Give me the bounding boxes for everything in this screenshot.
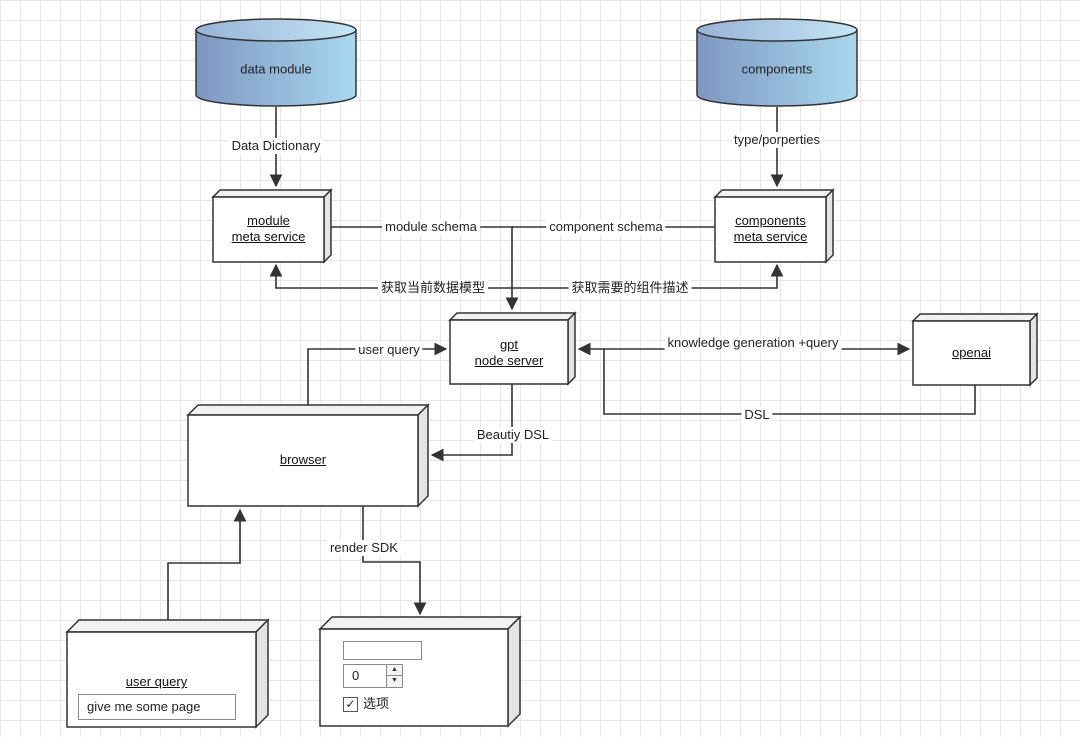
edge-beautiy-dsl [430,384,513,462]
gpt-node-server-line1: gpt [499,337,519,352]
browser-box [186,403,430,508]
edge-module-schema [331,226,519,311]
module-meta-service-box [211,188,333,264]
components-meta-service-line2: meta service [733,229,808,244]
edge-label-get-data-model: 获取当前数据模型 [377,280,489,296]
data-module-cylinder [195,18,357,107]
openai-box [911,312,1039,387]
gpt-node-server-box [448,311,577,386]
stepper-buttons: ▲ ▼ [386,664,403,688]
components-cylinder [696,18,858,107]
edge-label-knowledge-generation: knowledge generation +query [664,335,842,351]
data-module-label: data module [240,61,312,77]
components-meta-service-box [713,188,835,264]
edge-label-user-query: user query [355,342,423,358]
edge-user-input-to-browser [167,508,247,620]
render-checkbox-label: 选项 [363,696,390,711]
components-meta-service-label: components meta service [715,213,826,245]
edge-label-module-schema: module schema [382,219,480,235]
openai-label: openai [951,345,992,360]
stepper-down-button[interactable]: ▼ [391,677,398,684]
module-meta-service-line1: module [247,213,290,228]
components-meta-service-line1: components [735,213,806,228]
render-text-input[interactable] [343,641,422,660]
edge-label-get-component-desc: 获取需要的组件描述 [568,280,692,296]
edge-label-beautiy-dsl: Beautiy DSL [473,427,553,443]
edge-label-component-schema: component schema [546,219,666,235]
gpt-node-server-line2: node server [474,353,544,368]
stepper-up-button[interactable]: ▲ [387,665,402,676]
browser-label: browser [279,452,327,467]
components-label: components [741,61,813,77]
edge-label-data-dictionary: Data Dictionary [228,138,324,154]
edge-label-type-properties: type/porperties [731,132,823,148]
module-meta-service-label: module meta service [213,213,324,245]
edge-dsl [603,349,976,415]
user-query-label: user query [125,674,188,689]
gpt-node-server-label: gpt node server [450,337,568,369]
user-query-input[interactable]: give me some page [78,694,236,720]
module-meta-service-line2: meta service [231,229,306,244]
render-number-stepper[interactable]: 0 [343,664,389,688]
edge-label-dsl: DSL [741,407,773,423]
render-checkbox[interactable]: ✓ [343,697,358,712]
edge-label-render-sdk: render SDK [327,540,401,556]
edge-render-sdk [362,506,427,616]
